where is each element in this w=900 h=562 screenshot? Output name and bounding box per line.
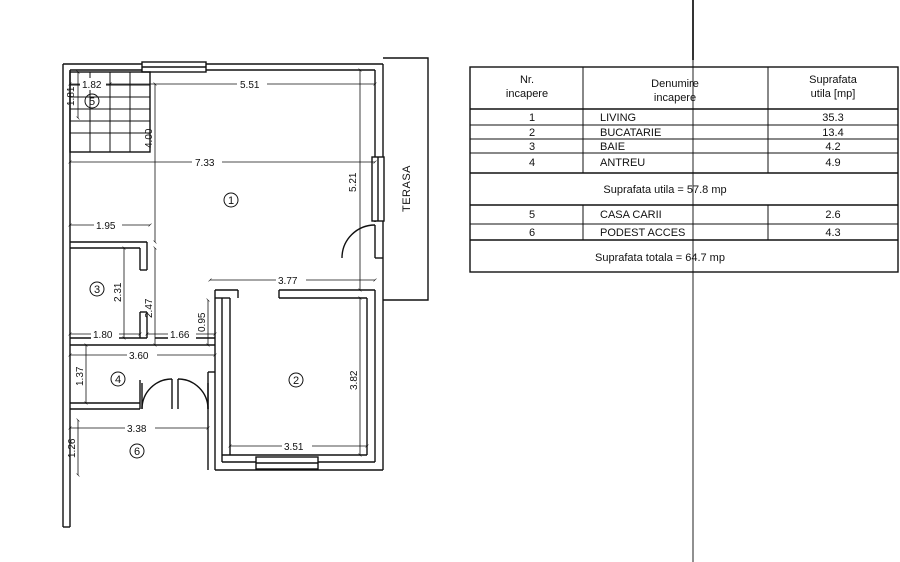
row-6-name: PODEST ACCES xyxy=(600,227,685,239)
row-1-name: LIVING xyxy=(600,112,636,124)
row-4-nr: 4 xyxy=(529,157,535,169)
row-5-nr: 5 xyxy=(529,209,535,221)
dim-1-37: 1.37 xyxy=(75,366,86,386)
row-1-area: 35.3 xyxy=(822,112,843,124)
header-name-line2: incapere xyxy=(654,92,696,104)
dim-3-82: 3.82 xyxy=(349,370,360,390)
terrace-label: TERASA xyxy=(401,165,413,212)
row-3-name: BAIE xyxy=(600,141,625,153)
dim-1-66: 1.66 xyxy=(170,330,190,341)
dim-1-26: 1.26 xyxy=(67,438,78,458)
dim-1-95: 1.95 xyxy=(96,221,116,232)
dim-5-21: 5.21 xyxy=(348,172,359,192)
header-area-line1: Suprafata xyxy=(809,74,858,86)
header-name-line1: Denumire xyxy=(651,78,699,90)
row-3-area: 4.2 xyxy=(825,141,840,153)
row-2-area: 13.4 xyxy=(822,127,843,139)
header-nr-line1: Nr. xyxy=(520,74,534,86)
room-number-2: 2 xyxy=(293,375,299,387)
dim-2-47: 2.47 xyxy=(144,298,155,318)
row-5-name: CASA CARII xyxy=(600,209,662,221)
row-2-name: BUCATARIE xyxy=(600,127,661,139)
row-3-nr: 3 xyxy=(529,141,535,153)
room-number-6: 6 xyxy=(134,446,140,458)
dimension-labels: 1.82 1.81 5.51 4.00 7.33 5.21 1.95 2.31 … xyxy=(66,80,360,458)
dim-3-60: 3.60 xyxy=(129,351,149,362)
subtotal-text: Suprafata utila = 57.8 mp xyxy=(603,184,726,196)
row-6-area: 4.3 xyxy=(825,227,840,239)
dim-5-51: 5.51 xyxy=(240,80,260,91)
room-number-5: 5 xyxy=(89,96,95,108)
room-number-1: 1 xyxy=(228,195,234,207)
dim-3-51: 3.51 xyxy=(284,442,304,453)
dim-1-80: 1.80 xyxy=(93,330,113,341)
dim-2-31: 2.31 xyxy=(113,282,124,302)
dim-7-33: 7.33 xyxy=(195,158,215,169)
row-5-area: 2.6 xyxy=(825,209,840,221)
dim-3-38: 3.38 xyxy=(127,424,147,435)
dim-4-00: 4.00 xyxy=(144,128,155,148)
header-nr-line2: incapere xyxy=(506,88,548,100)
row-4-name: ANTREU xyxy=(600,157,645,169)
row-4-area: 4.9 xyxy=(825,157,840,169)
row-2-nr: 2 xyxy=(529,127,535,139)
room-markers xyxy=(84,93,304,459)
dim-3-77: 3.77 xyxy=(278,276,298,287)
header-area-line2: utila [mp] xyxy=(811,88,856,100)
row-1-nr: 1 xyxy=(529,112,535,124)
room-number-3: 3 xyxy=(94,284,100,296)
area-table xyxy=(469,66,899,273)
row-6-nr: 6 xyxy=(529,227,535,239)
total-text: Suprafata totala = 64.7 mp xyxy=(595,252,725,264)
dim-0-95: 0.95 xyxy=(197,312,208,332)
dim-1-81: 1.81 xyxy=(66,86,77,106)
dim-1-82: 1.82 xyxy=(82,80,102,91)
room-number-4: 4 xyxy=(115,374,121,386)
